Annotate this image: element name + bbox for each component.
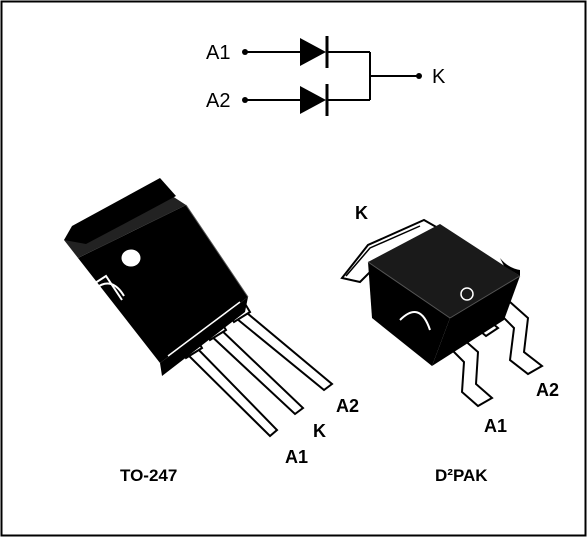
to247-body-top [64, 192, 186, 258]
to247-mounting-hole-icon [118, 246, 144, 270]
to247-edge-highlight [91, 274, 123, 301]
schematic-label-a2: A2 [206, 90, 230, 112]
d2pak-edge-highlight [399, 311, 431, 331]
d2pak-package: K A1 A2 D²PAK [340, 203, 559, 485]
to247-package-name: TO-247 [120, 466, 177, 485]
to247-tab [64, 178, 176, 244]
d2pak-pin1-marker-icon [460, 287, 474, 301]
to247-body-front [78, 205, 248, 363]
d2pak-body-right [432, 276, 520, 366]
d2pak-package-name: D²PAK [435, 466, 488, 485]
d2pak-lead-a2 [494, 300, 544, 376]
to247-lead-a2 [229, 306, 334, 392]
to247-body-side [160, 297, 248, 376]
diode-1-icon [300, 38, 326, 66]
schematic-label-a1: A1 [206, 42, 230, 64]
d2pak-tab-label-k: K [355, 203, 368, 223]
to247-lead-a1 [181, 342, 279, 438]
terminal-dot-k [416, 73, 422, 79]
to247-pin-label-k: K [313, 421, 326, 441]
to247-pin-label-a1: A1 [285, 447, 308, 467]
diode-2-icon [300, 86, 326, 114]
to247-package: A2 K A1 TO-247 [64, 178, 359, 485]
schematic-label-k: K [432, 66, 446, 88]
to247-pin-label-a2: A2 [336, 396, 359, 416]
d2pak-pin-label-a2: A2 [536, 380, 559, 400]
d2pak-body-top [368, 224, 520, 318]
d2pak-pin-label-a1: A1 [484, 416, 507, 436]
to247-lead-k [205, 324, 305, 416]
diode-schematic: A1 A2 K [206, 36, 446, 116]
